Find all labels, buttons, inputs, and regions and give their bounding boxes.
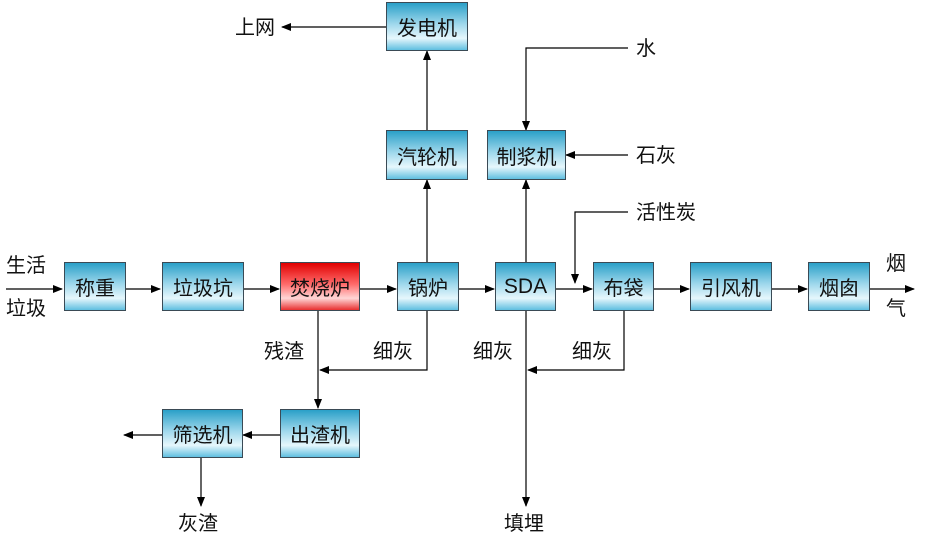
- label-grid: 上网: [235, 15, 275, 39]
- label-lime: 石灰: [636, 143, 676, 167]
- label-fine-ash-bag: 细灰: [572, 339, 612, 363]
- slurry-maker-box: 制浆机: [487, 130, 566, 180]
- label-garbage-line2: 垃圾: [6, 296, 46, 320]
- label-flue-line2: 气: [886, 296, 906, 320]
- garbage-pit-box: 垃圾坑: [162, 262, 244, 311]
- label-landfill: 填埋: [504, 511, 544, 535]
- label-fine-ash-sda: 细灰: [473, 339, 513, 363]
- incinerator-box: 焚烧炉: [280, 262, 360, 311]
- turbine-box: 汽轮机: [386, 130, 468, 180]
- label-activated-carbon: 活性炭: [636, 200, 696, 224]
- arrow-boiler-fine-ash: [319, 311, 428, 374]
- label-flue-line1: 烟: [886, 251, 906, 275]
- arrow-carbon-to-bag-inlet: [571, 211, 628, 284]
- generator-box: 发电机: [386, 2, 468, 51]
- induced-fan-box: 引风机: [690, 262, 772, 311]
- label-fine-ash-boiler: 细灰: [373, 339, 413, 363]
- sda-box: SDA: [495, 262, 556, 311]
- boiler-box: 锅炉: [397, 262, 459, 311]
- label-slag: 残渣: [264, 339, 304, 363]
- chimney-box: 烟囱: [808, 262, 870, 311]
- bag-filter-box: 布袋: [593, 262, 654, 311]
- arrow-bag-fine-ash: [527, 311, 625, 374]
- label-water: 水: [636, 36, 656, 60]
- screening-machine-box: 筛选机: [162, 409, 243, 458]
- label-ash-slag: 灰渣: [178, 511, 218, 535]
- label-garbage-line1: 生活: [6, 253, 46, 277]
- slag-machine-box: 出渣机: [280, 409, 360, 458]
- arrow-water-to-slurry: [522, 47, 628, 131]
- weighing-box: 称重: [64, 262, 126, 311]
